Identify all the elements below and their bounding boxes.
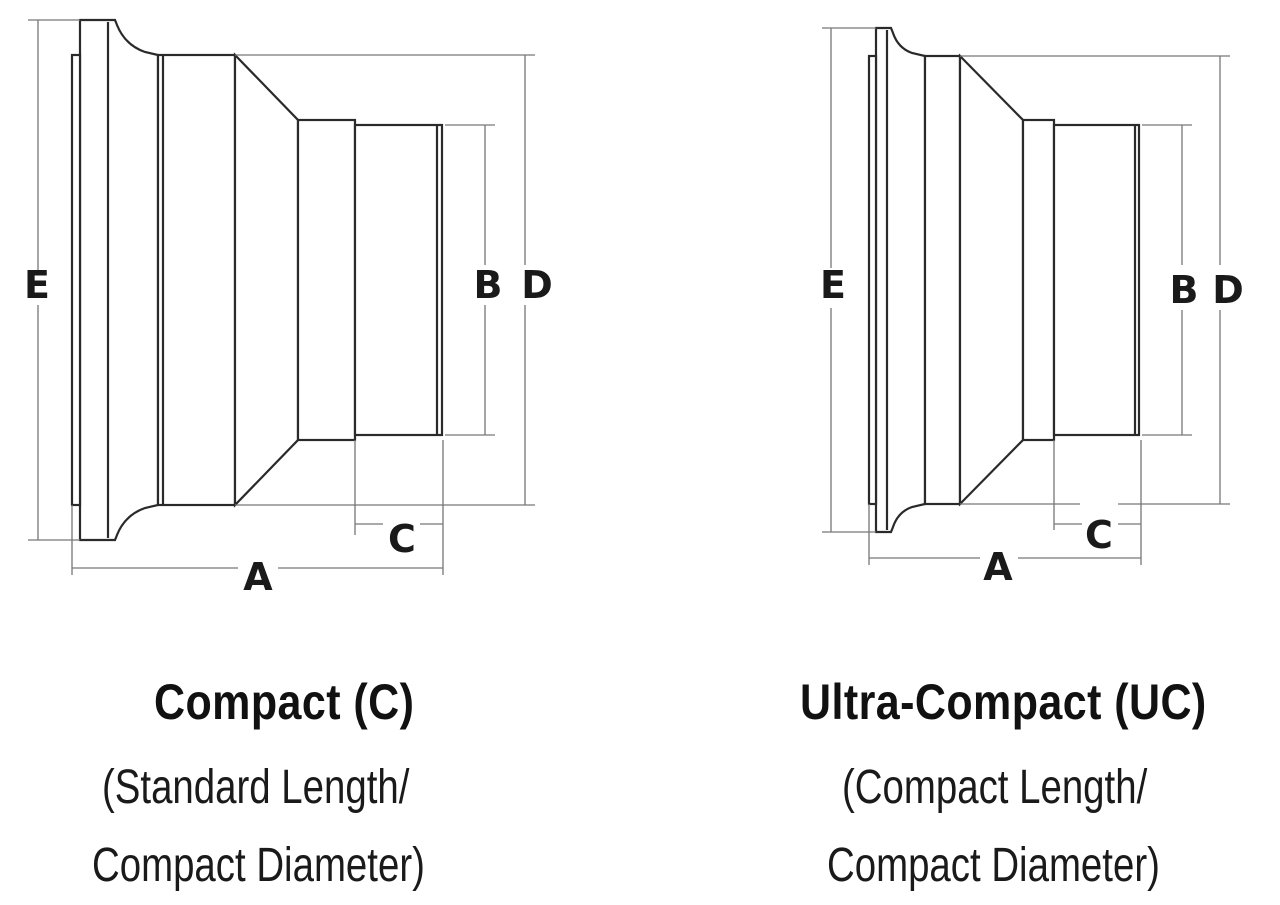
compact-reducer-drawing [70,18,444,542]
compact-flange [78,18,160,542]
ultra-compact-subtitle-line2: Compact Diameter) [827,839,1160,892]
ultra-compact-label-e: E [820,263,846,307]
compact-large-body [156,53,237,507]
compact-label-a: A [243,555,273,599]
compact-subtitle-line1: (Standard Length/ [102,761,410,814]
compact-label-e: E [24,263,50,307]
ultra-compact-cone [958,53,1025,507]
compact-label-b: B [474,263,503,307]
ultra-compact-small-bead [1021,118,1056,442]
compact-small-bead [296,118,357,442]
compact-label-d: D [521,263,553,307]
compact-small-end [353,123,444,437]
ultra-compact-label-a: A [983,545,1013,589]
compact-dimension-lines [28,19,535,575]
compact-label-c: C [388,517,416,561]
compact-subtitle-line2: Compact Diameter) [92,839,425,892]
compact-flange-face [70,53,82,507]
ultra-compact-flange [874,26,927,534]
ultra-compact-title: Ultra-Compact (UC) [800,674,1207,730]
ultra-compact-subtitle-line1: (Compact Length/ [842,761,1148,814]
ultra-compact-label-c: C [1085,513,1113,557]
ultra-compact-flange-face [867,54,878,506]
ultra-compact-large-body [923,54,962,506]
ultra-compact-small-end [1052,123,1141,437]
compact-title: Compact (C) [154,674,415,730]
ultra-compact-reducer-drawing [867,26,1141,534]
ultra-compact-label-d: D [1212,268,1244,312]
ultra-compact-dimension-lines [822,27,1230,565]
compact-cone [233,52,300,508]
ultra-compact-label-b: B [1170,268,1199,312]
